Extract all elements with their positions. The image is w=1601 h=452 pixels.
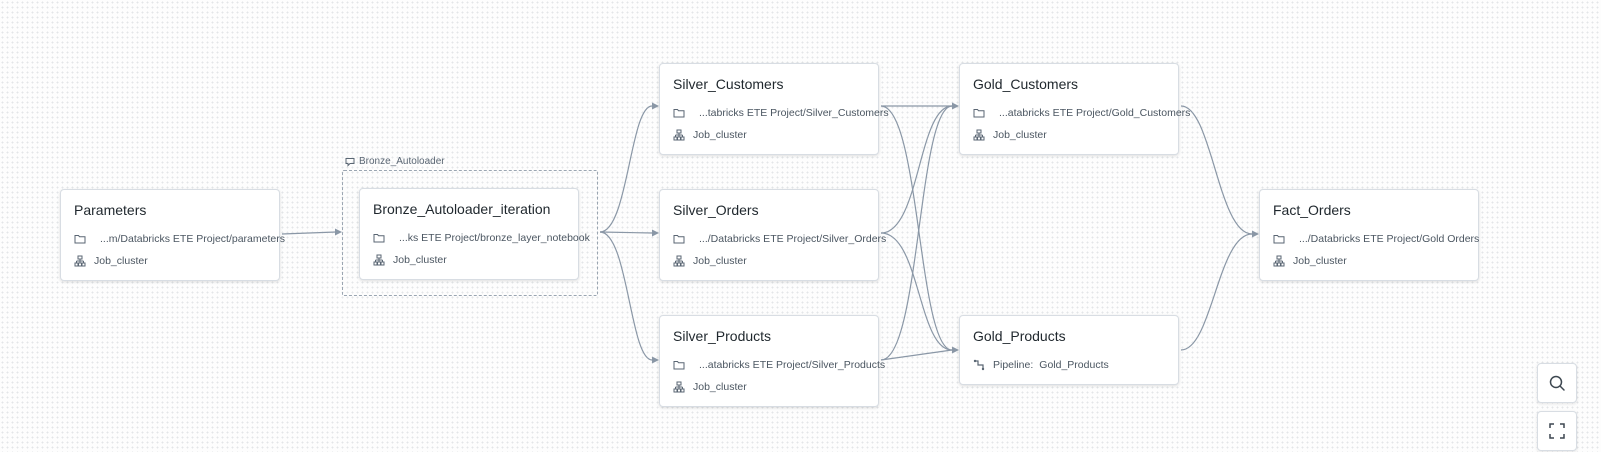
folder-icon xyxy=(1273,233,1285,245)
edge-gold-products-to-fact-orders xyxy=(1180,233,1253,351)
task-card-fact-orders[interactable]: Fact_Orders .../Databricks ETE Project/G… xyxy=(1259,189,1479,281)
notebook-path: ...ks ETE Project/bronze_layer_notebook xyxy=(399,232,590,244)
task-title: Silver_Orders xyxy=(673,202,759,218)
task-title: Fact_Orders xyxy=(1273,202,1351,218)
cluster-icon xyxy=(673,255,685,267)
edge-gold-customers-to-fact-orders xyxy=(1180,105,1253,235)
cluster-icon xyxy=(74,255,86,267)
arrowhead xyxy=(652,356,659,364)
cluster-row: Job_cluster xyxy=(1273,250,1466,272)
edge-silver-customers-to-gold-products xyxy=(880,105,953,351)
edge-silver-products-to-gold-products xyxy=(880,349,953,361)
task-title: Silver_Customers xyxy=(673,76,784,92)
fit-view-icon xyxy=(1549,423,1565,439)
cluster-icon xyxy=(673,129,685,141)
edge-silver-orders-to-gold-customers xyxy=(880,105,953,234)
edge-bronze-to-silver-products xyxy=(599,231,653,361)
notebook-path-row: ...ks ETE Project/bronze_layer_notebook xyxy=(373,227,590,249)
arrowhead xyxy=(652,102,659,110)
arrowhead xyxy=(952,102,959,110)
notebook-path: .../Databricks ETE Project/Gold Orders xyxy=(1299,233,1480,245)
task-title: Gold_Products xyxy=(973,328,1066,344)
folder-icon xyxy=(74,233,86,245)
notebook-path: ...tabricks ETE Project/Silver_Customers xyxy=(699,107,889,119)
cluster-icon xyxy=(1273,255,1285,267)
notebook-path-row: ...atabricks ETE Project/Silver_Products xyxy=(673,354,885,376)
task-card-gold-customers[interactable]: Gold_Customers ...atabricks ETE Project/… xyxy=(959,63,1190,155)
arrowhead xyxy=(652,229,659,237)
notebook-path-row: ...tabricks ETE Project/Silver_Customers xyxy=(673,102,889,124)
folder-icon xyxy=(673,233,685,245)
arrowhead xyxy=(952,346,959,354)
task-title: Silver_Products xyxy=(673,328,772,344)
for-each-group-container[interactable] xyxy=(342,170,598,296)
task-card-silver-products[interactable]: Silver_Products ...atabricks ETE Project… xyxy=(659,315,885,407)
cluster-name: Job_cluster xyxy=(393,254,447,266)
cluster-name: Job_cluster xyxy=(993,129,1047,141)
edge-bronze-to-silver-orders xyxy=(599,231,653,234)
group-label: Bronze_Autoloader xyxy=(345,156,445,167)
cluster-icon xyxy=(373,254,385,266)
notebook-path-row: ...m/Databricks ETE Project/parameters xyxy=(74,228,285,250)
task-card-parameters[interactable]: Parameters ...m/Databricks ETE Project/p… xyxy=(60,189,285,281)
notebook-path-row: ...atabricks ETE Project/Gold_Customers xyxy=(973,102,1190,124)
folder-icon xyxy=(973,107,985,119)
notebook-path: ...atabricks ETE Project/Gold_Customers xyxy=(999,107,1191,119)
arrowhead xyxy=(335,228,342,236)
task-card-silver-orders[interactable]: Silver_Orders .../Databricks ETE Project… xyxy=(659,189,886,281)
cluster-name: Job_cluster xyxy=(693,381,747,393)
notebook-path-row: .../Databricks ETE Project/Silver_Orders xyxy=(673,228,886,250)
cluster-name: Job_cluster xyxy=(1293,255,1347,267)
notebook-path: ...atabricks ETE Project/Silver_Products xyxy=(699,359,886,371)
task-title: Parameters xyxy=(74,202,147,218)
cluster-row: Job_cluster xyxy=(973,124,1166,146)
cluster-name: Job_cluster xyxy=(94,255,148,267)
folder-icon xyxy=(373,232,385,244)
pipeline-label: Pipeline: xyxy=(993,359,1034,371)
cluster-row: Job_cluster xyxy=(74,250,267,272)
edge-silver-orders-to-gold-products xyxy=(880,232,953,351)
task-title: Bronze_Autoloader_iteration xyxy=(373,201,551,217)
edge-bronze-to-silver-customers xyxy=(599,105,653,233)
edge-parameters-to-bronze xyxy=(281,231,337,235)
cluster-row: Job_cluster xyxy=(673,250,866,272)
fit-view-button[interactable] xyxy=(1537,411,1577,451)
pipeline-icon xyxy=(973,359,985,371)
notebook-path: ...m/Databricks ETE Project/parameters xyxy=(100,233,285,245)
pipeline-name: Gold_Products xyxy=(1039,359,1109,371)
edge-silver-products-to-gold-customers xyxy=(880,105,953,361)
cluster-row: Job_cluster xyxy=(673,376,866,398)
notebook-path-row: .../Databricks ETE Project/Gold Orders xyxy=(1273,228,1479,250)
for-each-icon xyxy=(345,157,355,167)
cluster-row: Job_cluster xyxy=(673,124,866,146)
task-card-bronze-autoloader-iteration[interactable]: Bronze_Autoloader_iteration ...ks ETE Pr… xyxy=(359,188,590,280)
cluster-name: Job_cluster xyxy=(693,255,747,267)
task-card-silver-customers[interactable]: Silver_Customers ...tabricks ETE Project… xyxy=(659,63,889,155)
folder-icon xyxy=(673,107,685,119)
arrowhead xyxy=(1252,230,1259,238)
task-title: Gold_Customers xyxy=(973,76,1079,92)
cluster-icon xyxy=(973,129,985,141)
notebook-path: .../Databricks ETE Project/Silver_Orders xyxy=(699,233,887,245)
search-icon xyxy=(1548,374,1566,392)
cluster-name: Job_cluster xyxy=(693,129,747,141)
cluster-row: Job_cluster xyxy=(373,249,566,271)
folder-icon xyxy=(673,359,685,371)
task-card-gold-products[interactable]: Gold_Products Pipeline: Gold_Products xyxy=(959,315,1179,385)
pipeline-row: Pipeline: Gold_Products xyxy=(973,354,1166,376)
search-button[interactable] xyxy=(1537,363,1577,403)
cluster-icon xyxy=(673,381,685,393)
